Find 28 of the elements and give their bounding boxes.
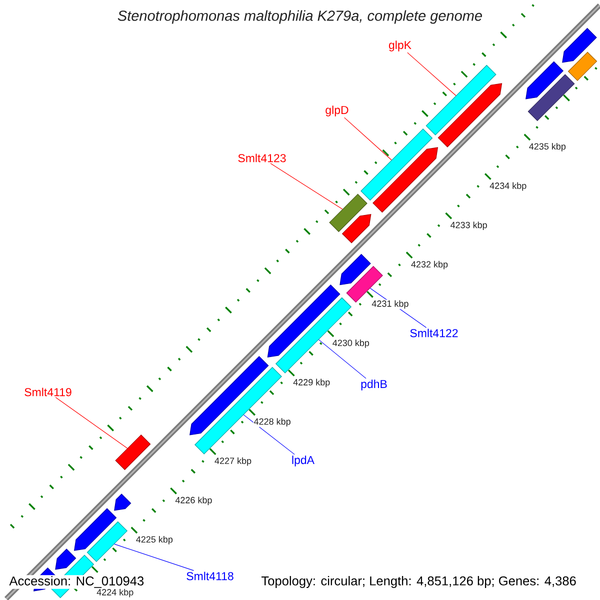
gene-label: glpD bbox=[326, 106, 348, 116]
leader-line bbox=[55, 397, 128, 449]
tick-label: 4232 kbp bbox=[410, 260, 449, 270]
tick-label: 4229 kbp bbox=[292, 378, 331, 388]
gene-label: glpK bbox=[388, 40, 412, 52]
gene-label: Smlt4118 bbox=[186, 572, 234, 580]
gene-label: pdhB bbox=[361, 380, 387, 390]
gene-block bbox=[329, 194, 368, 232]
leader-line bbox=[318, 339, 366, 379]
gene-block bbox=[115, 434, 151, 470]
leader-line bbox=[243, 414, 295, 455]
tick-label: 4230 kbp bbox=[332, 339, 370, 348]
tick-label: 4226 kbp bbox=[174, 496, 213, 506]
leader-line bbox=[407, 52, 456, 96]
gene-label: Smlt4119 bbox=[24, 388, 72, 396]
gene-block bbox=[360, 128, 433, 201]
gene-block bbox=[426, 64, 496, 136]
gene-label: lpdA bbox=[292, 456, 314, 466]
gene-label: Smlt4122 bbox=[410, 328, 458, 338]
leader-line bbox=[270, 163, 343, 210]
tick-label: 4234 kbp bbox=[489, 182, 528, 192]
footer-text: Accession: NC_010943 bbox=[8, 575, 146, 589]
title: Stenotrophomonas maltophilia K279a, complete genome bbox=[118, 10, 482, 24]
footer-text: Topology: circular; Length: 4,851,126 bp; Genes: 4,386 bbox=[260, 575, 578, 589]
gene-label: Smlt4123 bbox=[238, 154, 286, 162]
tick-label: 4231 kbp bbox=[371, 300, 410, 310]
tick-label: 4228 kbp bbox=[253, 418, 292, 427]
leader-line bbox=[344, 117, 392, 160]
